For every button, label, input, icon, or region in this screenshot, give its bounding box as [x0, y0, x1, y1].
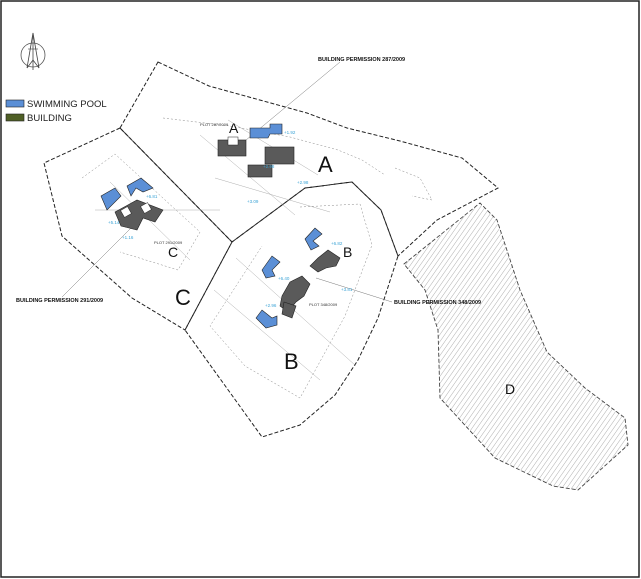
- area-a-small-letter: A: [229, 120, 239, 136]
- elevation-label: +2.98: [263, 164, 275, 169]
- legend: SWIMMING POOL BUILDING: [5, 99, 107, 124]
- permit-348-label: BUILDING PERMISSION 348/2009: [394, 300, 481, 306]
- plot-b-boundary: [184, 181, 399, 438]
- building-annex: [140, 202, 152, 214]
- elevation-label: +2.98: [297, 180, 309, 185]
- swimming-pool: [249, 123, 283, 139]
- area-b-small-letter: B: [343, 244, 352, 260]
- elevation-label: +1.92: [284, 130, 296, 135]
- plot-b-structures: [255, 227, 341, 329]
- plot-a-label: PLOT 287/2009: [200, 122, 229, 127]
- area-c-small-letter: C: [168, 244, 178, 260]
- building-annex: [120, 206, 132, 218]
- legend-pool-swatch: [5, 99, 25, 108]
- plot-a-structures: [217, 123, 295, 178]
- elevation-label: +6.82: [331, 241, 343, 246]
- permit-291-label: BUILDING PERMISSION 291/2009: [16, 298, 103, 304]
- legend-building-swatch: [5, 113, 25, 122]
- plot-c-structures: [100, 177, 164, 231]
- legend-pool-label: SWIMMING POOL: [27, 99, 107, 110]
- area-d-letter: D: [505, 381, 515, 397]
- setback-lines: [81, 117, 433, 399]
- elevation-label: +2.96: [265, 303, 277, 308]
- permit-287-label: BUILDING PERMISSION 287/2009: [318, 57, 405, 63]
- plot-c-label: PLOT 291/2009: [154, 240, 183, 245]
- area-b-letter: B: [284, 349, 299, 374]
- north-arrow-icon: [20, 32, 46, 70]
- swimming-pool: [261, 255, 281, 279]
- plot-d-hatched-area: [403, 202, 629, 491]
- building-annex: [227, 136, 239, 146]
- building: [247, 164, 273, 178]
- elevation-label: +3.81: [341, 287, 353, 292]
- swimming-pool: [255, 309, 278, 329]
- swimming-pool: [304, 227, 323, 251]
- elevation-label: +6.40: [278, 276, 290, 281]
- building: [281, 301, 297, 319]
- legend-building-label: BUILDING: [27, 113, 72, 124]
- elevation-label: +6.81: [146, 194, 158, 199]
- building: [309, 249, 341, 273]
- swimming-pool: [100, 187, 122, 211]
- plot-b-label: PLOT 348/2009: [309, 302, 338, 307]
- building: [264, 146, 295, 165]
- elevation-label: +1.16: [122, 235, 134, 240]
- elevation-label: +5.14: [108, 220, 120, 225]
- area-c-letter: C: [175, 285, 191, 310]
- elevation-label: +3.09: [247, 199, 259, 204]
- swimming-pool: [126, 177, 154, 197]
- area-a-letter: A: [318, 152, 333, 177]
